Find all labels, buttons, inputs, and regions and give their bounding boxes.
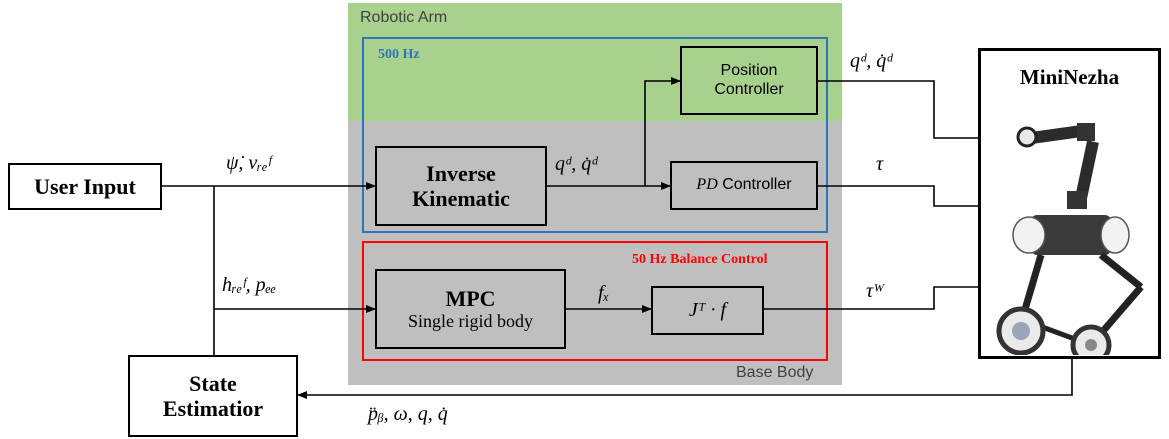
user-input-block: User Input [8, 163, 162, 210]
state-estimator-line1: State [189, 370, 237, 396]
mpc-block: MPC Single rigid body [375, 269, 566, 349]
signal-fx: fₓ [598, 282, 610, 304]
wire-jtf-to-robot [764, 283, 1019, 310]
robot-illustration [996, 123, 1144, 355]
inverse-kinematic-line1: Inverse [426, 160, 496, 186]
position-controller-block: Position Controller [680, 46, 818, 115]
robotic-arm-region [348, 3, 842, 121]
inverse-kinematic-line2: Kinematic [412, 186, 510, 211]
user-input-label: User Input [34, 173, 136, 199]
pd-controller-block: PD Controller [670, 161, 818, 210]
base-body-label: Base Body [736, 364, 814, 381]
pd-controller-suffix: Controller [717, 176, 792, 194]
position-controller-line2: Controller [714, 80, 784, 98]
inverse-kinematic-block: Inverse Kinematic [375, 146, 547, 226]
position-controller-line1: Position [720, 62, 778, 80]
signal-qd-inner: qᵈ, q̇ᵈ [555, 153, 598, 175]
signal-qd-outer: qᵈ, q̇ᵈ [850, 50, 893, 72]
wire-pd-to-robot [818, 185, 1019, 210]
robotic-arm-label: Robotic Arm [360, 9, 448, 26]
state-estimator-line2: Estimatior [162, 396, 264, 421]
base-body-region [348, 121, 842, 385]
state-estimator-block: State Estimatior [128, 355, 298, 437]
jtf-label: Jᵀ · f [688, 299, 727, 321]
freq-50-label: 50 Hz Balance Control [632, 252, 768, 267]
freq-500-label: 500 Hz [378, 47, 420, 62]
frame-50hz [362, 241, 828, 361]
wire-position-to-robot [818, 80, 1019, 142]
signal-feedback: p̈ᵦ, ω, q, q̇ [368, 403, 448, 425]
robot-block: MiniNezha [978, 48, 1161, 359]
robot-name: MiniNezha [1019, 65, 1120, 89]
wire-ik-to-position [644, 77, 681, 186]
jtf-block: Jᵀ · f [651, 286, 764, 335]
pd-controller-prefix: PD [696, 176, 718, 194]
mpc-title: MPC [445, 286, 496, 311]
signal-psi-v: ψ̇, vᵣₑᶠ [226, 152, 271, 174]
frame-500hz [362, 37, 828, 233]
signal-tau-w: τᵂ [866, 280, 885, 302]
signal-h-p: hᵣₑᶠ, pₑₑ [222, 274, 277, 296]
wire-feedback [297, 359, 1073, 399]
signal-tau: τ [876, 153, 884, 175]
mpc-subtitle: Single rigid body [408, 311, 533, 332]
